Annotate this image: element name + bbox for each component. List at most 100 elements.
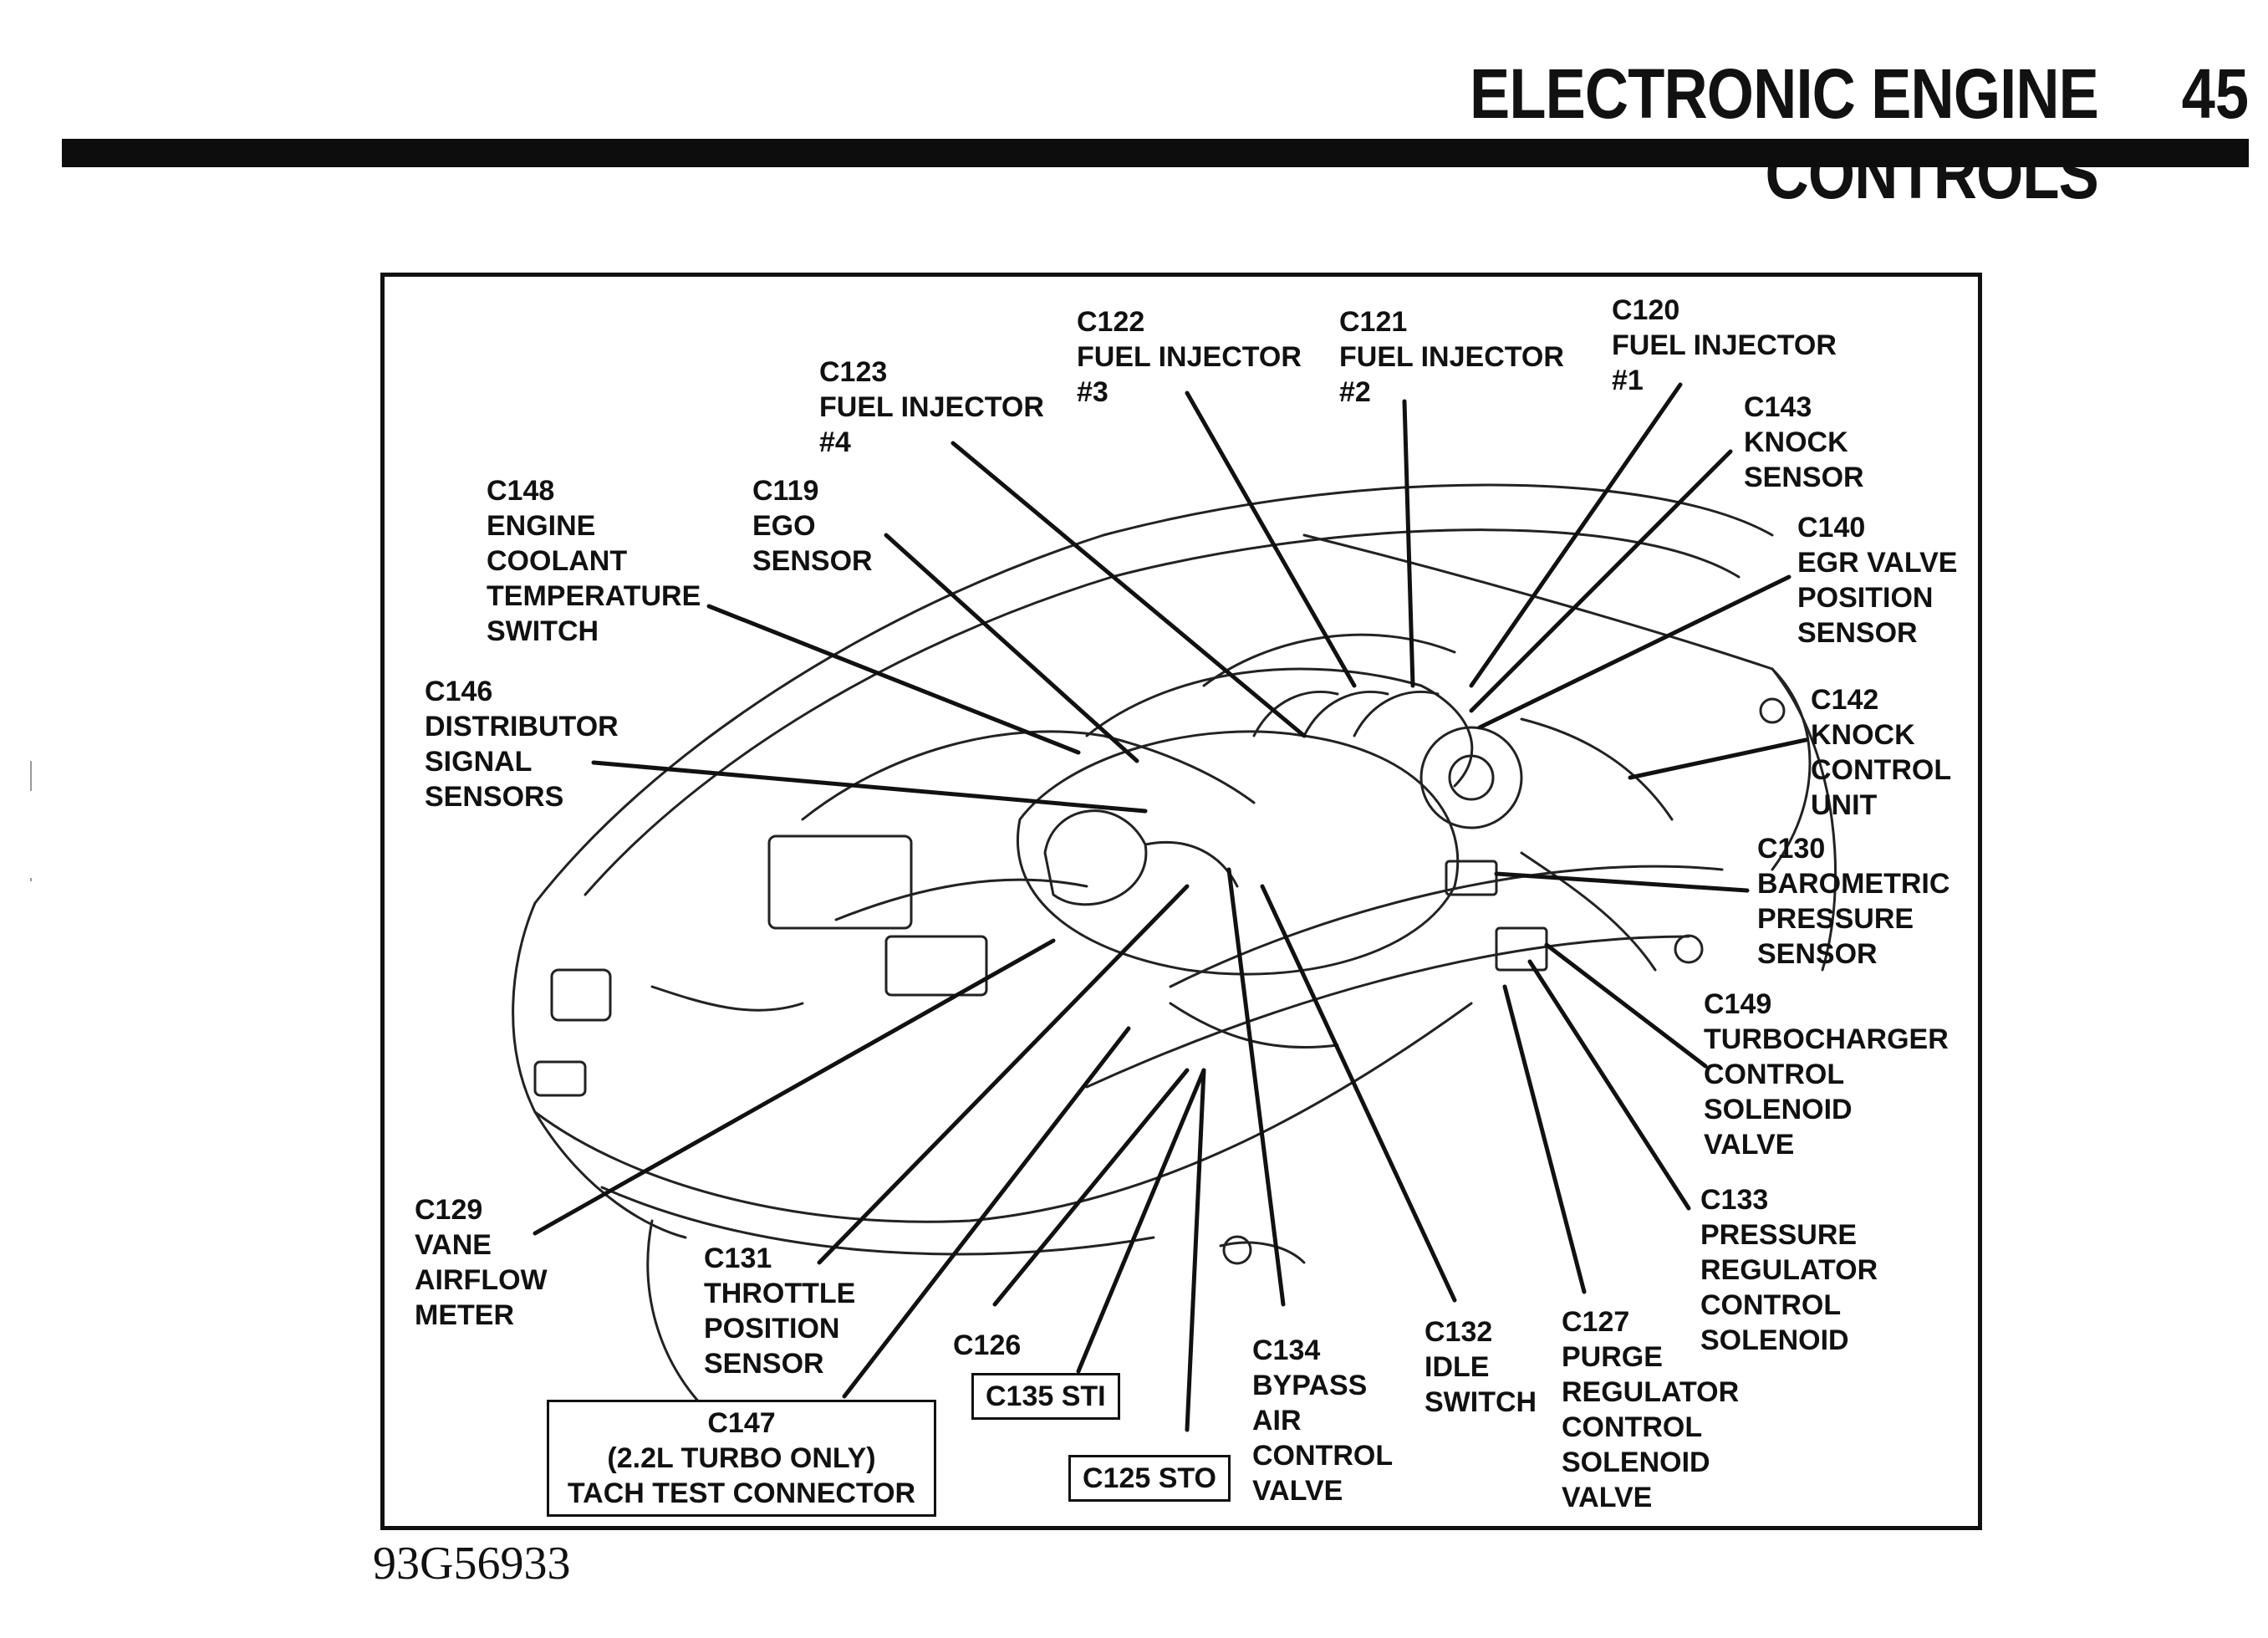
callout-line: CONTROL (1704, 1059, 1845, 1090)
callout-line: SOLENOID (1562, 1447, 1710, 1478)
figure-code: 93G56933 (373, 1538, 571, 1590)
callout-line: FUEL INJECTOR (819, 391, 1044, 423)
callout-line: REGULATOR (1562, 1376, 1740, 1408)
callout-line: KNOCK (1744, 426, 1848, 458)
headlamp (550, 968, 612, 1022)
leader-c135 (1076, 1068, 1206, 1374)
callout-c135: C135 STI (971, 1373, 1120, 1420)
callout-line: C140 (1797, 512, 1866, 543)
callout-line: POSITION (1797, 582, 1934, 614)
callout-line: SIGNAL (425, 746, 533, 778)
callout-line: #4 (819, 426, 851, 458)
callout-c133: C133 PRESSURE REGULATOR CONTROL SOLENOID (1700, 1182, 1878, 1358)
callout-line: THROTTLE (704, 1278, 856, 1309)
scan-edge-mark (30, 761, 32, 791)
callout-c120: C120 FUEL INJECTOR #1 (1612, 293, 1837, 398)
frame-rail-lower (1085, 935, 1690, 1089)
callout-line: VALVE (1704, 1129, 1795, 1161)
callout-line: C135 STI (986, 1380, 1106, 1412)
intake-runner (1252, 690, 1339, 737)
hood-outline (533, 483, 1774, 905)
callout-line: C147 (707, 1407, 776, 1439)
callout-line: C127 (1562, 1306, 1630, 1338)
callout-line: PURGE (1562, 1341, 1663, 1373)
callout-line: SENSOR (1797, 617, 1918, 649)
intake-manifold (1202, 633, 1456, 687)
callout-line: SENSORS (425, 781, 564, 813)
leader-c147 (842, 1026, 1131, 1399)
leader-c142 (1628, 737, 1808, 780)
callout-line: SOLENOID (1704, 1094, 1853, 1125)
firewall-right (1771, 667, 1837, 972)
callout-c126: C126 (953, 1328, 1021, 1363)
leader-c126 (992, 1068, 1190, 1307)
engine-block (1017, 730, 1460, 976)
callout-line: C149 (1704, 988, 1772, 1020)
leader-c129 (533, 938, 1056, 1236)
callout-line: EGR VALVE (1797, 547, 1958, 579)
callout-line: #1 (1612, 365, 1644, 396)
callout-line: #2 (1339, 376, 1371, 408)
turbocharger-hub (1448, 754, 1495, 801)
intake-duct (1144, 840, 1239, 888)
barometric-sensor-body (1445, 860, 1498, 896)
callout-c143: C143 KNOCK SENSOR (1744, 390, 1864, 495)
leader-c131 (817, 884, 1190, 1265)
leader-c127 (1502, 984, 1587, 1294)
fender-left (512, 901, 687, 1239)
callout-line: METER (415, 1299, 514, 1331)
page-number: 45 (2181, 54, 2249, 133)
callout-line: DISTRIBUTOR (425, 711, 619, 742)
callout-line: C121 (1339, 306, 1408, 338)
leader-c120 (1469, 382, 1683, 688)
callout-c119: C119 EGO SENSOR (752, 473, 873, 579)
callout-line: C146 (425, 676, 493, 707)
callout-line: C122 (1077, 306, 1145, 338)
callout-c148: C148 ENGINE COOLANT TEMPERATURE SWITCH (487, 473, 701, 649)
solenoid-cluster (1495, 926, 1548, 972)
callout-line: C119 (752, 475, 819, 507)
callout-line: C148 (487, 475, 555, 507)
callout-line: CONTROL (1562, 1411, 1703, 1443)
callout-line: VANE (415, 1229, 492, 1261)
callout-line: C120 (1612, 294, 1680, 326)
callout-line: PRESSURE (1757, 903, 1914, 935)
callout-line: AIR (1252, 1405, 1302, 1436)
callout-c140: C140 EGR VALVE POSITION SENSOR (1797, 510, 1957, 651)
callout-line: SENSOR (704, 1348, 824, 1380)
callout-line: CONTROL (1252, 1440, 1394, 1472)
callout-line: C134 (1252, 1334, 1321, 1366)
callout-line: VALVE (1252, 1475, 1343, 1507)
leader-lines (533, 382, 1808, 1432)
callout-line: AIRFLOW (415, 1264, 548, 1296)
callout-c130: C130 BAROMETRIC PRESSURE SENSOR (1757, 831, 1949, 972)
callout-line: EGO (752, 510, 816, 542)
callout-line: UNIT (1811, 789, 1878, 821)
callout-c131: C131 THROTTLE POSITION SENSOR (704, 1241, 855, 1381)
leader-c146 (591, 760, 1148, 814)
pipe-clamp (1674, 934, 1704, 964)
diagram-frame (380, 273, 1982, 1530)
callout-c134: C134 BYPASS AIR CONTROL VALVE (1252, 1333, 1393, 1508)
intake-runner (1302, 690, 1389, 737)
callout-c121: C121 FUEL INJECTOR #2 (1339, 304, 1564, 410)
callout-c132: C132 IDLE SWITCH (1425, 1314, 1537, 1420)
wiring-harness (834, 878, 1088, 921)
air-cleaner (1043, 809, 1148, 906)
callout-line: CONTROL (1811, 754, 1952, 786)
callout-line: TEMPERATURE (487, 580, 701, 612)
callout-line: BYPASS (1252, 1370, 1368, 1401)
leader-c125 (1185, 1068, 1206, 1432)
callout-line: C133 (1700, 1184, 1769, 1216)
callout-c146: C146 DISTRIBUTOR SIGNAL SENSORS (425, 674, 619, 814)
callout-line: C129 (415, 1194, 483, 1226)
callout-line: C130 (1757, 833, 1826, 865)
callout-line: CONTROL (1700, 1289, 1842, 1321)
callout-line: FUEL INJECTOR (1077, 341, 1302, 373)
callout-line: C126 (953, 1329, 1022, 1361)
callout-c142: C142 KNOCK CONTROL UNIT (1811, 682, 1951, 823)
callout-line: COOLANT (487, 545, 628, 577)
callout-line: C123 (819, 356, 888, 388)
pipe-clamp (1222, 1235, 1252, 1265)
